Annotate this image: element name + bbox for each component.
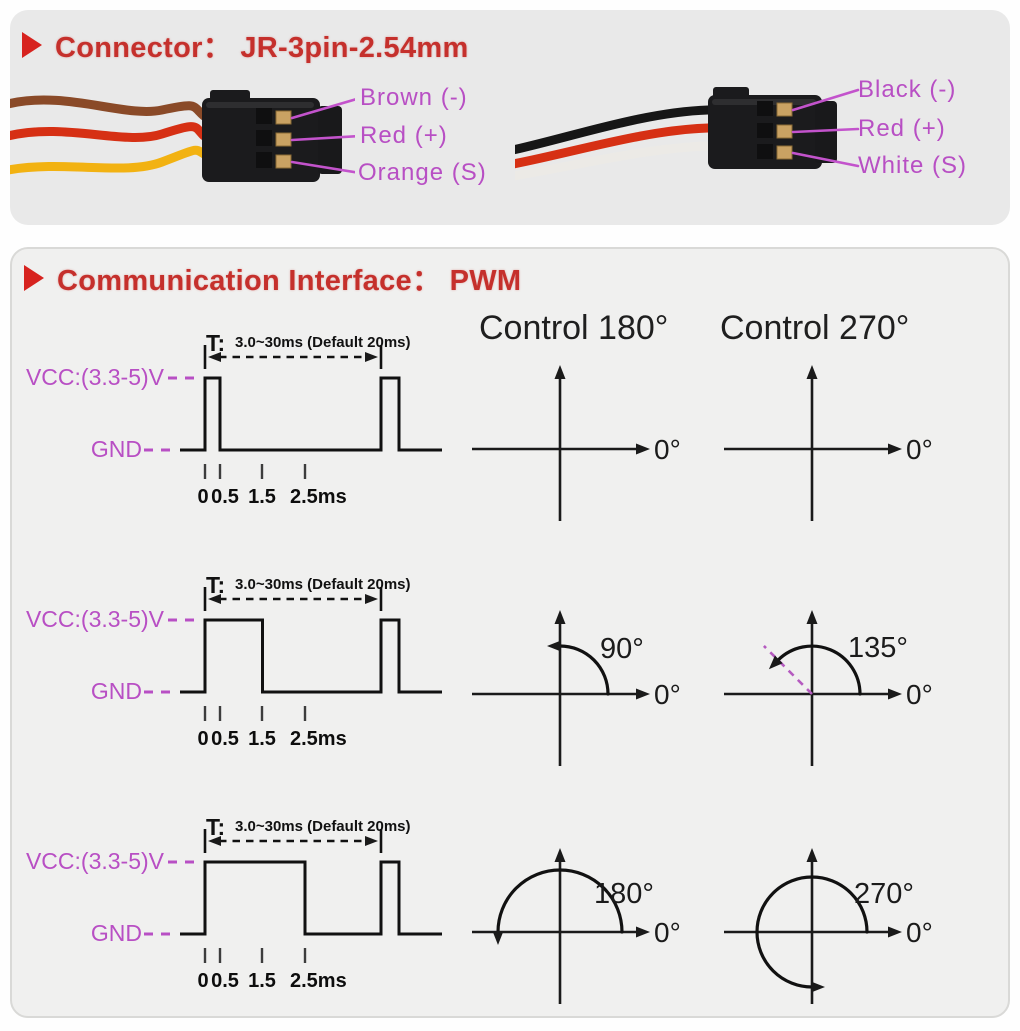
left-pin-label-red: Red (+) xyxy=(360,122,448,149)
pwm-title-text: Communication Interface： PWM xyxy=(57,265,522,297)
gnd-label: GND xyxy=(90,436,142,462)
control-180-row1-diagram: 0° xyxy=(472,365,681,521)
white-wire xyxy=(515,141,713,181)
pwm-row-2: VCC:(3.3-5)V GND T: 3.0~30ms (Default 20… xyxy=(22,554,452,759)
tick-1_5: 1.5 xyxy=(248,728,276,750)
tick-0_5: 0.5 xyxy=(211,728,239,750)
left-connector-photo xyxy=(10,90,355,182)
leader-line-white xyxy=(791,151,860,168)
period-prefix: T: xyxy=(206,330,225,356)
control-180-header: Control 180° xyxy=(479,309,669,347)
pin-3 xyxy=(275,154,292,169)
vcc-label: VCC:(3.3-5)V xyxy=(25,606,164,632)
gnd-label: GND xyxy=(90,920,142,946)
period-prefix: T: xyxy=(206,814,225,840)
connector-housing xyxy=(202,90,342,182)
connector-section-title: Connector： JR-3pin-2.54mm xyxy=(22,24,469,66)
left-pin-label-orange: Orange (S) xyxy=(358,159,487,186)
zero-label: 0° xyxy=(906,434,933,465)
pwm-waveform-2: T: 3.0~30ms (Default 20ms) 0 0.5 1.5 2.5… xyxy=(144,572,442,750)
pwm-signal xyxy=(180,860,442,936)
control-180-row2-diagram: 90° 0° xyxy=(472,610,681,766)
period-value: 3.0~30ms (Default 20ms) xyxy=(235,818,411,835)
angle-label: 90° xyxy=(600,633,644,665)
pin-2 xyxy=(275,132,292,147)
tick-0_5: 0.5 xyxy=(211,486,239,508)
control-270-row1-diagram: 0° xyxy=(724,365,933,521)
triangle-bullet-icon xyxy=(22,32,42,58)
control-270-row2-diagram: 135° 0° xyxy=(724,610,933,766)
vcc-label: VCC:(3.3-5)V xyxy=(25,364,164,390)
pwm-signal xyxy=(180,618,442,694)
pwm-row-1: VCC:(3.3-5)V GND T: 3.0~30ms (Default 20… xyxy=(22,312,452,517)
orange-wire xyxy=(10,145,209,175)
tick-2_5ms: 2.5ms xyxy=(290,486,347,508)
leader-line-orange xyxy=(290,160,355,174)
pwm-row-3: VCC:(3.3-5)V GND T: 3.0~30ms (Default 20… xyxy=(22,796,452,1001)
left-pin-label-brown: Brown (-) xyxy=(360,84,468,111)
triangle-bullet-icon xyxy=(24,265,44,291)
tick-0: 0 xyxy=(197,970,208,992)
control-180-row3-diagram: 180° 0° xyxy=(472,848,681,1004)
red-wire xyxy=(10,122,209,142)
leader-line-black xyxy=(791,88,860,112)
vcc-label: VCC:(3.3-5)V xyxy=(25,848,164,874)
tick-0_5: 0.5 xyxy=(211,970,239,992)
gnd-label: GND xyxy=(90,678,142,704)
tick-1_5: 1.5 xyxy=(248,486,276,508)
tick-2_5ms: 2.5ms xyxy=(290,728,347,750)
pwm-section-title: Communication Interface： PWM xyxy=(24,257,521,299)
pwm-signal xyxy=(180,376,442,452)
leader-line-brown xyxy=(290,98,355,120)
zero-label: 0° xyxy=(654,917,681,948)
zero-label: 0° xyxy=(906,679,933,710)
red-wire xyxy=(515,123,713,169)
zero-label: 0° xyxy=(654,679,681,710)
zero-label: 0° xyxy=(906,917,933,948)
pin-2 xyxy=(776,124,793,139)
right-pin-label-black: Black (-) xyxy=(858,76,957,103)
pin-1 xyxy=(776,102,793,117)
angle-label: 180° xyxy=(594,878,654,910)
connector-housing xyxy=(708,87,837,169)
period-value: 3.0~30ms (Default 20ms) xyxy=(235,576,411,593)
tick-1_5: 1.5 xyxy=(248,970,276,992)
control-270-header: Control 270° xyxy=(720,309,910,347)
leader-line-red xyxy=(791,127,860,134)
tick-2_5ms: 2.5ms xyxy=(290,970,347,992)
right-pin-label-white: White (S) xyxy=(858,152,968,179)
pin-3 xyxy=(776,145,793,160)
right-connector-photo xyxy=(515,87,860,181)
pin-1 xyxy=(275,110,292,125)
period-value: 3.0~30ms (Default 20ms) xyxy=(235,334,411,351)
zero-label: 0° xyxy=(654,434,681,465)
leader-line-red xyxy=(290,134,355,142)
pwm-waveform-1: T: 3.0~30ms (Default 20ms) 0 0.5 1.5 2.5… xyxy=(144,330,442,508)
pwm-waveform-3: T: 3.0~30ms (Default 20ms) 0 0.5 1.5 2.5… xyxy=(144,814,442,992)
black-wire xyxy=(515,105,713,155)
angle-label: 270° xyxy=(854,878,914,910)
period-prefix: T: xyxy=(206,572,225,598)
angle-label: 135° xyxy=(848,632,908,664)
pwm-section: Communication Interface： PWM Control 180… xyxy=(10,247,1010,1018)
tick-0: 0 xyxy=(197,728,208,750)
control-270-row3-diagram: 270° 0° xyxy=(724,848,933,1004)
connector-section: Connector： JR-3pin-2.54mm Bro xyxy=(10,10,1010,225)
connector-title-text: Connector： JR-3pin-2.54mm xyxy=(55,32,469,64)
tick-0: 0 xyxy=(197,486,208,508)
right-pin-label-red: Red (+) xyxy=(858,115,946,142)
brown-wire xyxy=(10,95,209,121)
